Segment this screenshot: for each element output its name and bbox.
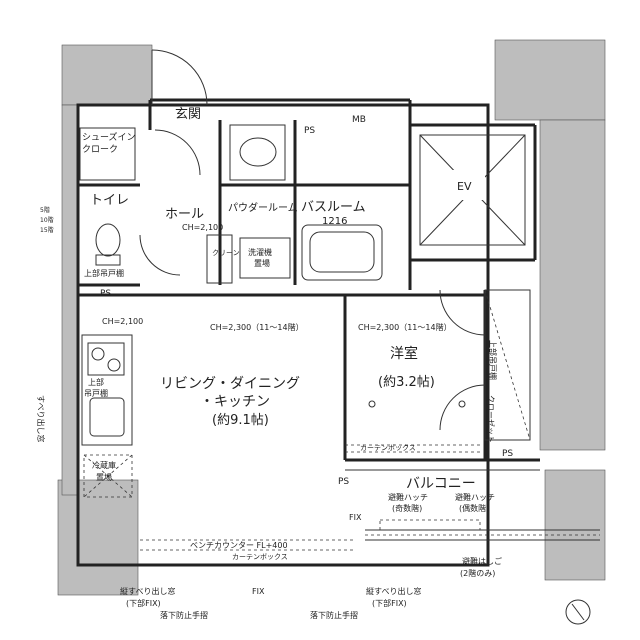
- sliding-window-label: すべり出し窓: [36, 395, 46, 442]
- washing-machine-space: [239, 237, 291, 279]
- cleaner-label: クリーン: [212, 249, 240, 257]
- north-arrow-icon: [565, 599, 591, 625]
- fall-right-label: 落下防止手摺: [310, 610, 358, 620]
- hall-label: ホール: [165, 207, 204, 222]
- kitchen-shelf-label-1: 上部: [88, 377, 104, 387]
- bench-counter: [140, 444, 480, 567]
- window-left-label-2: (下部FIX): [126, 598, 161, 608]
- shoes-closet-label-1: シューズイン: [82, 131, 136, 143]
- left-note-3: 15階: [40, 226, 54, 234]
- western-ch-label: CH=2,300（11〜14階）: [358, 322, 452, 332]
- toilet-upper-shelf-label: 上部吊戸棚: [84, 268, 124, 278]
- toilet-label: トイレ: [90, 193, 129, 208]
- curtain-box-bottom-label: カーテンボックス: [232, 553, 288, 561]
- ceiling-fixture-closet: [458, 400, 466, 408]
- left-note-1: 5階: [40, 206, 50, 214]
- elevator-shaft: [419, 134, 526, 246]
- balcony: [345, 469, 600, 541]
- ladder-label-1: 避難はしご: [462, 556, 502, 566]
- wash-basin: [229, 124, 286, 181]
- washing-label-1: 洗濯機: [248, 247, 272, 257]
- fridge-label-1: 冷蔵庫: [92, 460, 116, 470]
- bathroom-label: バスルーム: [301, 200, 366, 215]
- living-label-2: ・キッチン: [200, 394, 270, 410]
- ps-label-top: PS: [304, 126, 315, 136]
- window-left-label-1: 縦すべり出し窓: [120, 586, 175, 596]
- hatch-even-label-1: 避難ハッチ: [455, 492, 495, 502]
- ps-label-left: PS: [100, 289, 111, 299]
- bench-counter-label: ベンチカウンター FL+400: [190, 541, 288, 550]
- kitchen-counter: [81, 334, 133, 446]
- western-upper-shelf-label: 上部吊戸棚: [488, 340, 498, 380]
- hatch-odd-label-1: 避難ハッチ: [388, 492, 428, 502]
- entrance-label: 玄関: [175, 107, 201, 122]
- fridge-label-2: 置場: [96, 472, 112, 482]
- fridge-space: [83, 454, 133, 498]
- fall-left-label: 落下防止手摺: [160, 610, 208, 620]
- closet-label: クローゼット: [486, 395, 496, 443]
- mb-label: MB: [352, 115, 366, 125]
- kitchen-shelf-label-2: 吊戸棚: [84, 388, 108, 398]
- bathtub: [301, 224, 383, 281]
- toilet-fixture: [95, 223, 121, 266]
- ladder-label-2: (2階のみ): [460, 568, 495, 578]
- closets: [79, 127, 531, 441]
- western-label-1: 洋室: [390, 345, 418, 362]
- living-label-1: リビング・ダイニング: [160, 376, 300, 392]
- fix-label: FIX: [252, 587, 265, 596]
- kitchen-ch-label: CH=2,100: [102, 317, 143, 326]
- washing-label-2: 置場: [254, 258, 270, 268]
- doors: [139, 49, 486, 431]
- ev-label: EV: [457, 180, 472, 193]
- window-right-label-1: 縦すべり出し窓: [366, 586, 421, 596]
- living-ch-label: CH=2,300（11〜14階）: [210, 322, 304, 332]
- hall-ch-label: CH=2,100: [182, 223, 223, 232]
- ps-label-right: PS: [502, 449, 513, 459]
- window-right-label-2: (下部FIX): [372, 598, 407, 608]
- shoes-closet-label-2: クローク: [82, 144, 118, 155]
- ceiling-fixture-west: [368, 400, 376, 408]
- balcony-label: バルコニー: [406, 476, 476, 492]
- powder-room-label: パウダールーム: [228, 201, 298, 214]
- left-note-2: 10階: [40, 216, 54, 224]
- outer-walls: [57, 39, 606, 596]
- fix-side-label: FIX: [349, 513, 362, 522]
- hatch-even-label-2: (偶数階): [459, 503, 489, 513]
- bathroom-size-label: 1216: [322, 216, 347, 227]
- western-label-2: (約3.2帖): [378, 375, 435, 390]
- ps-label-balcony: PS: [338, 477, 349, 487]
- hatch-odd-label-2: (奇数階): [392, 503, 422, 513]
- curtain-box-label: カーテンボックス: [360, 444, 416, 452]
- living-label-3: (約9.1帖): [212, 413, 269, 428]
